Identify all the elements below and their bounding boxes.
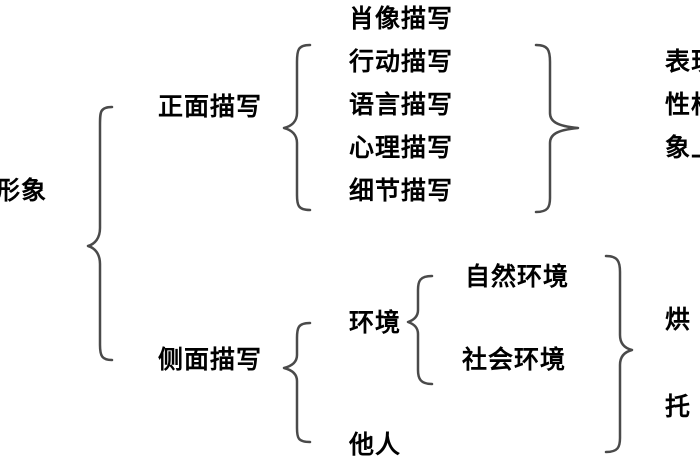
result-line-3: 象上 [665,133,700,162]
result-line-1: 表现 [665,47,700,76]
frontal-item-language: 语言描写 [349,90,454,119]
side-brace [282,321,312,444]
environment-item-social: 社会环境 [462,345,567,374]
others-label: 他人 [349,430,402,459]
side-label: 侧面描写 [158,345,263,374]
root-label: 形象 [0,176,48,205]
environment-brace [406,274,434,386]
result-tuo: 托 [665,392,692,421]
root-brace [86,105,114,362]
frontal-label: 正面描写 [158,92,263,121]
frontal-item-portrait: 肖像描写 [349,4,454,33]
frontal-result-brace [534,43,580,214]
frontal-item-psychology: 心理描写 [349,133,454,162]
result-line-2: 性格 [665,90,700,119]
environment-item-natural: 自然环境 [465,262,570,291]
frontal-item-action: 行动描写 [349,47,454,76]
side-result-brace [604,254,634,454]
environment-label: 环境 [349,308,402,337]
result-hong: 烘 [665,305,692,334]
frontal-item-detail: 细节描写 [349,176,454,205]
frontal-brace [282,43,312,212]
